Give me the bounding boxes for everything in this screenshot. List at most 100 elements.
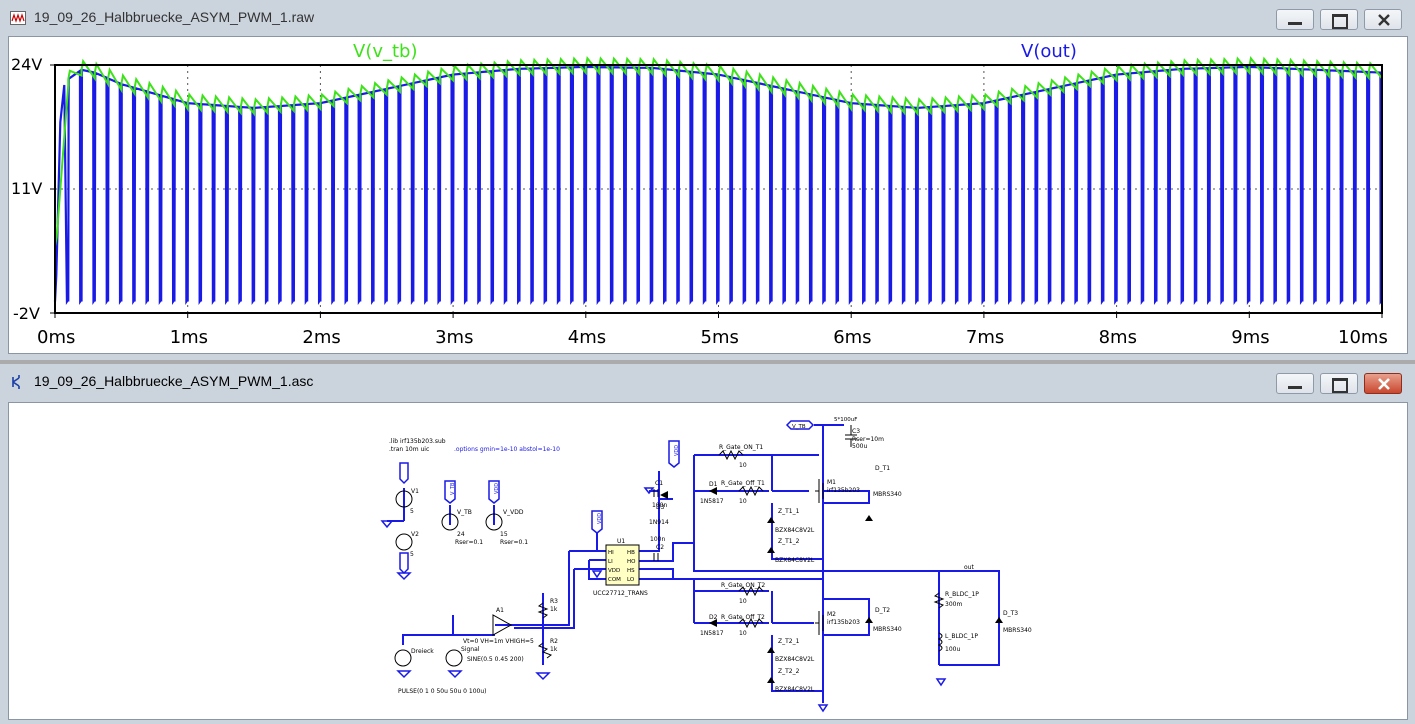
vdd-source-name: V_VDD	[503, 509, 524, 516]
c3-rser: Rser=10m	[852, 436, 884, 443]
plot-close-button[interactable]	[1364, 9, 1402, 30]
lib-directive: .lib irf135b203.sub	[389, 438, 446, 445]
u1-pin-ho: HO	[627, 559, 636, 565]
d1-value: 1N5817	[700, 498, 724, 505]
vdd-source-rser: Rser=0.1	[500, 539, 528, 546]
plot-maximize-button[interactable]	[1320, 9, 1358, 30]
schematic-maximize-button[interactable]	[1320, 373, 1358, 394]
d-t1-value: MBRS340	[873, 491, 902, 498]
trace-label-vtb[interactable]: V(v_tb)	[353, 41, 418, 62]
u1-pin-hb: HB	[627, 550, 635, 556]
z-t2-2-name: Z_T2_2	[778, 668, 800, 675]
r-gate-off-t2-name: R_Gate_Off_T2	[721, 614, 765, 621]
c3-value: 500u	[852, 443, 867, 450]
waveform-app-icon	[10, 11, 26, 25]
u1-pin-li: LI	[608, 559, 613, 565]
a1-params: Vt=0 VH=1m VHIGH=5	[463, 638, 534, 645]
y-tick-label: 24V	[11, 55, 43, 74]
u1-pin-lo: LO	[627, 577, 635, 583]
u1-pin-hs: HS	[627, 568, 635, 574]
x-tick-label: 10ms	[1338, 327, 1388, 348]
u1-ic-body	[605, 544, 640, 586]
maximize-icon	[1332, 14, 1348, 29]
v2-value: 5	[410, 551, 414, 558]
signal-value: SINE(0.5 0.45 200)	[467, 656, 524, 663]
r3-value: 1k	[550, 606, 558, 613]
net-label-vtb: V_TB	[792, 424, 806, 430]
schematic-close-button[interactable]	[1364, 373, 1402, 394]
x-tick-label: 9ms	[1231, 327, 1270, 348]
minimize-icon	[1288, 386, 1302, 389]
schematic-canvas[interactable]: .lib irf135b203.sub .tran 10m uic .optio…	[9, 403, 1407, 719]
plot-minimize-button[interactable]	[1276, 9, 1314, 30]
m1-value: irf135b203	[827, 487, 860, 494]
c3-name: C3	[852, 428, 860, 435]
tran-directive: .tran 10m uic	[389, 446, 429, 453]
waveform-plot[interactable]	[9, 37, 1407, 353]
d2-value: 1N5817	[700, 630, 724, 637]
minimize-icon	[1288, 22, 1302, 25]
z-t1-2-name: Z_T1_2	[778, 538, 800, 545]
d-t3-value: MBRS340	[1003, 627, 1032, 634]
z-t2-1-name: Z_T2_1	[778, 638, 800, 645]
y-tick-label: -2V	[13, 304, 40, 323]
d1-name: D1	[709, 481, 718, 488]
x-tick-label: 5ms	[700, 327, 739, 348]
u1-name: U1	[617, 538, 625, 545]
u1-pin-com: COM	[608, 577, 621, 583]
r2-value: 1k	[550, 646, 558, 653]
x-tick-label: 1ms	[169, 327, 209, 348]
r2-name: R2	[550, 638, 558, 645]
c1-name: C1	[655, 480, 663, 487]
r-gate-off-t1-name: R_Gate_Off_T1	[721, 480, 765, 487]
close-icon	[1378, 14, 1390, 26]
plot-titlebar[interactable]: 19_09_26_Halbbruecke_ASYM_PWM_1.raw	[0, 0, 1415, 36]
trace-vtb	[54, 55, 1383, 247]
schematic-minimize-button[interactable]	[1276, 373, 1314, 394]
plot-window: 19_09_26_Halbbruecke_ASYM_PWM_1.raw V(v_…	[0, 0, 1415, 360]
u1-pin-vdd: VDD	[608, 568, 620, 574]
z-t2-1-value: BZX84C8V2L	[775, 656, 815, 663]
schematic-titlebar[interactable]: 19_09_26_Halbbruecke_ASYM_PWM_1.asc	[0, 364, 1415, 400]
net-flag-vdd: VDD	[494, 483, 500, 494]
trace-label-vout[interactable]: V(out)	[1021, 41, 1077, 62]
x-tick-label: 3ms	[435, 327, 474, 348]
m2-name: M2	[827, 611, 836, 618]
x-tick-label: 4ms	[567, 327, 607, 348]
u1-part: UCC27712_TRANS	[593, 590, 648, 597]
z-t1-2-value: BZX84C8V2L	[775, 557, 815, 564]
vdd-source-value: 15	[500, 531, 508, 538]
plot-window-title: 19_09_26_Halbbruecke_ASYM_PWM_1.raw	[34, 9, 315, 25]
r-gate-off-t2-value: 10	[739, 630, 747, 637]
c1-value: 100n	[652, 502, 667, 509]
signal-name: Signal	[461, 646, 480, 653]
r-gate-on-t2-name: R_Gate_ON_T2	[721, 582, 765, 589]
r-gate-off-t1-value: 10	[739, 498, 747, 505]
vtb-source-rser: Rser=0.1	[455, 539, 483, 546]
d2-name: D2	[709, 614, 718, 621]
c2-name: C2	[656, 544, 664, 551]
maximize-icon	[1332, 378, 1348, 393]
x-tick-label: 8ms	[1098, 327, 1137, 348]
d-t3-name: D_T3	[1003, 610, 1018, 617]
r-gate-on-t2-value: 10	[739, 598, 747, 605]
c2-value: 100n	[650, 536, 665, 543]
close-icon	[1378, 378, 1390, 390]
dreieck-name: Dreieck	[411, 648, 434, 655]
m2-value: irf135b203	[827, 619, 860, 626]
d-t1-name: D_T1	[875, 465, 890, 472]
z-t1-1-name: Z_T1_1	[778, 508, 800, 515]
l-bldc-value: 100u	[945, 646, 960, 653]
x-tick-label: 2ms	[302, 327, 341, 348]
v2-name: V2	[411, 531, 419, 538]
u1-pin-hi: HI	[608, 550, 614, 556]
r-bldc-value: 300m	[945, 601, 962, 608]
v1-value: 5	[410, 508, 414, 515]
z-t1-1-value: BZX84C8V2L	[775, 527, 815, 534]
r3-name: R3	[550, 598, 558, 605]
x-tick-label: 7ms	[965, 327, 1005, 348]
r-gate-on-t1-value: 10	[739, 462, 747, 469]
l-bldc-name: L_BLDC_1P	[945, 633, 978, 640]
schematic-pane[interactable]: .lib irf135b203.sub .tran 10m uic .optio…	[8, 402, 1408, 720]
